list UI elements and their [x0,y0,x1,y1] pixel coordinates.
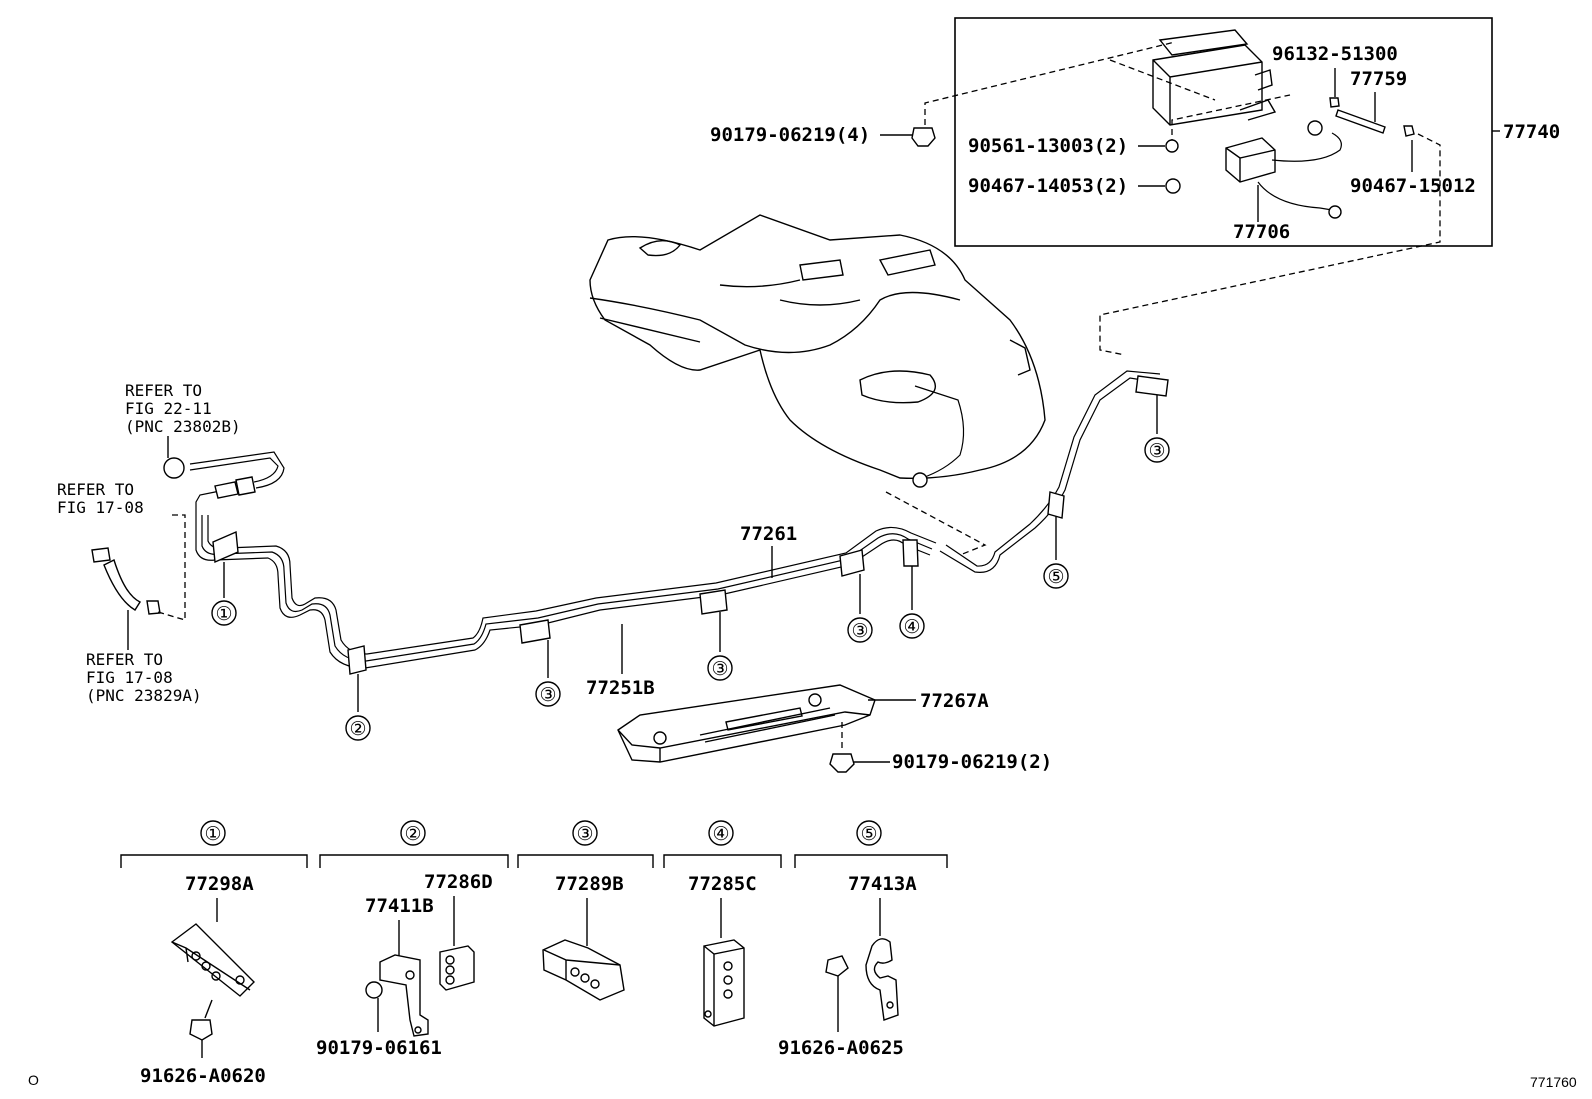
screw-91626-A0625 [825,955,849,977]
bracket-77298A [170,923,255,997]
footer-left-mark: O [28,1072,39,1088]
dash-bolt-canister [924,41,1176,135]
dash-nut-canister [1171,94,1291,145]
callout-5-main [1043,563,1069,589]
callout-3-main-d [1144,437,1170,463]
bolt-90179-06219-4 [911,127,936,147]
ref-b-line1: REFER TO [57,480,134,499]
bolt-90179-06219-2 [829,753,855,773]
legend-bracket-1 [120,854,308,868]
label-77251B: 77251B [586,677,655,699]
ref-b-line2: FIG 17-08 [57,498,144,517]
ref-c-line2: FIG 17-08 [86,668,173,687]
clamp-1 [212,530,239,564]
legend-bracket-4 [663,854,782,868]
svg-text:③: ③ [1148,440,1165,462]
nut-90561 [1165,139,1179,153]
svg-text:①: ① [215,603,232,625]
ref-c-line1: REFER TO [86,650,163,669]
fuel-tank [589,214,1046,488]
clamp-77286D [439,945,475,991]
dash-canister-to-tube [1099,133,1441,356]
label-96132-51300: 96132-51300 [1272,43,1398,65]
hose-77759 [1329,97,1415,137]
label-91626-A0625: 91626-A0625 [778,1037,904,1059]
legend-callout-4 [708,820,734,846]
clamp-5 [1047,491,1065,519]
clamp-77289B [542,939,625,1001]
label-90561-13003: 90561-13003(2) [968,135,1128,157]
label-77740: 77740 [1503,121,1560,143]
callout-1-main [211,600,237,626]
svg-text:③: ③ [711,658,728,680]
label-77413A: 77413A [848,873,917,895]
clamp-3c [839,549,865,577]
svg-text:⑤: ⑤ [860,823,877,845]
legend-callout-2 [400,820,426,846]
legend-bracket-3 [517,854,654,868]
label-77298A: 77298A [185,873,254,895]
clamp-3a [519,619,551,644]
label-77289B: 77289B [555,873,624,895]
legend-bracket-5 [794,854,948,868]
clamp-77285C [703,939,745,1027]
legend-bracket-2 [319,854,509,868]
svg-text:③: ③ [539,684,556,706]
ref-a-line1: REFER TO [125,381,202,400]
callout-2-main [345,715,371,741]
callout-3-main-a [535,681,561,707]
figure-code: 771760 [1530,1074,1577,1090]
bracket-77411B [379,954,429,1037]
svg-text:④: ④ [712,823,729,845]
label-90467-14053: 90467-14053(2) [968,175,1128,197]
legend-callout-5 [856,820,882,846]
legend-callout-1 [200,820,226,846]
dash-tank-to-line [885,491,987,556]
label-77411B: 77411B [365,895,434,917]
fuel-lines [91,370,1169,675]
label-90179-06161: 90179-06161 [316,1037,442,1059]
dash-ref-17-08 [157,514,186,621]
label-90179-06219-2: 90179-06219(2) [892,751,1052,773]
vsv-valve [1225,120,1342,219]
svg-text:④: ④ [903,616,920,638]
label-77286D: 77286D [424,871,493,893]
label-90179-06219-4: 90179-06219(4) [710,124,870,146]
label-77285C: 77285C [688,873,757,895]
svg-text:③: ③ [576,823,593,845]
clamp-3b [699,589,728,615]
dash-canister-2 [1109,59,1216,101]
canister-inset-box [954,17,1493,247]
label-77706: 77706 [1233,221,1290,243]
ref-c-line3: (PNC 23829A) [86,686,202,705]
svg-text:②: ② [349,718,366,740]
svg-text:③: ③ [851,620,868,642]
ref-a-line2: FIG 22-11 [125,399,212,418]
callout-3-main-c [847,617,873,643]
label-91626-A0620: 91626-A0620 [140,1065,266,1087]
legend-callout-3 [572,820,598,846]
label-77267A: 77267A [920,690,989,712]
callout-3-main-b [707,655,733,681]
nut-90179-06161 [365,981,383,999]
clamp-4 [902,539,919,567]
screw-91626-A0620 [189,1019,213,1041]
clip-90467-14053 [1165,178,1181,194]
charcoal-canister [1152,29,1277,126]
label-77759: 77759 [1350,68,1407,90]
clamp-3d [1135,375,1169,397]
ref-a-line3: (PNC 23802B) [125,417,241,436]
label-90467-15012: 90467-15012 [1350,175,1476,197]
svg-text:①: ① [204,823,221,845]
clamp-77413A [865,938,899,1021]
callout-4-main [899,613,925,639]
label-77261: 77261 [740,523,797,545]
protector-plate-77267A [617,684,876,763]
clamp-2 [347,645,367,675]
svg-text:②: ② [404,823,421,845]
svg-text:⑤: ⑤ [1047,566,1064,588]
